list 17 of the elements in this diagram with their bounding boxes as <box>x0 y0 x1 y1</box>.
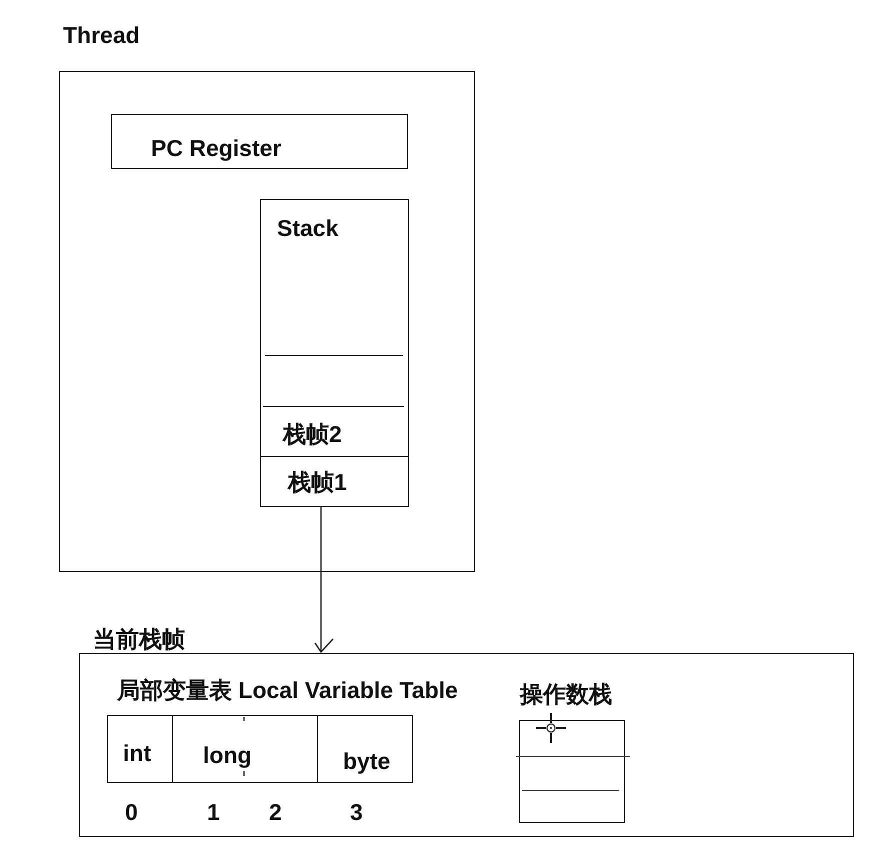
slot-index: 2 <box>269 798 282 826</box>
heading: 当前栈帧 <box>93 625 185 653</box>
table-cell: long <box>173 715 318 783</box>
stack-frame-band: 栈帧1 <box>260 456 409 506</box>
table-heading: 局部变量表 Local Variable Table <box>117 676 458 704</box>
arrow <box>314 506 334 654</box>
register-box: PC Register <box>111 114 408 169</box>
slot-index: 3 <box>350 798 363 826</box>
slot-index: 0 <box>125 798 138 826</box>
stack-title: Stack <box>277 214 338 242</box>
slot-index: 1 <box>207 798 220 826</box>
table-cell: byte <box>318 715 413 783</box>
stack-heading: 操作数栈 <box>520 680 612 708</box>
heading: Thread <box>63 21 140 49</box>
stack-frame-band: 栈帧2 <box>263 406 404 456</box>
stack-box <box>260 199 409 507</box>
table-cell: int <box>107 715 173 783</box>
